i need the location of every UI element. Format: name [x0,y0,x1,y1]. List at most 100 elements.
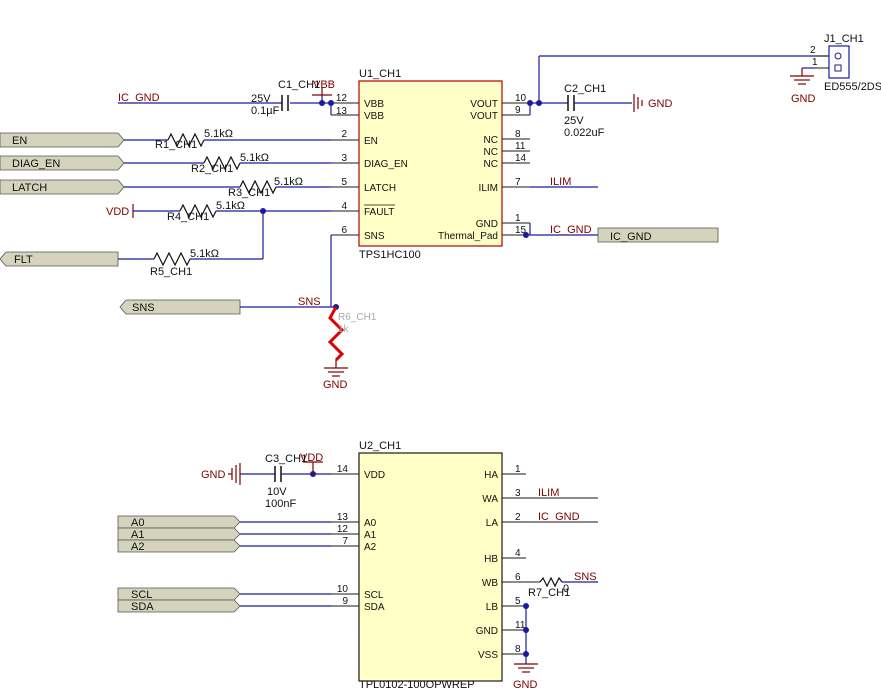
port-sda[interactable] [117,599,241,613]
net-ic-gnd-label-3: IC_GND [538,511,580,523]
j1-pin1: 1 [812,57,818,68]
u1-body[interactable] [358,80,503,247]
c2-gnd-label: GND [648,98,673,110]
r6-gnd-label: GND [323,379,348,391]
r1-ref: R1_CH1 [155,139,197,151]
u1-pin4-num: 4 [341,201,347,212]
u1-pin10-num: 10 [515,93,527,104]
u2-pin7-num: 7 [342,536,348,547]
u1-pin4-name: FAULT [364,207,394,218]
port-flt-label: FLT [14,254,33,266]
u1-thermal-name: Thermal_Pad [438,231,498,242]
port-latch-label: LATCH [12,182,47,194]
u1-right-pins: 10 9 8 11 14 7 1 15 VOUT VOUT NC NC NC I… [438,93,530,242]
u1-pin14-num: 14 [515,153,527,164]
schematic-circle [523,603,529,609]
u1-pin15-num: 15 [515,225,527,236]
r4-ref: R4_CH1 [167,211,209,223]
port-scl-label: SCL [131,589,152,601]
r3-value: 5.1kΩ [274,176,303,188]
u2-a1-name: A1 [364,530,377,541]
port-ic-gnd-label: IC_GND [610,231,652,243]
u2-gnd-name: GND [476,626,498,637]
u1-pin12-num: 12 [336,93,348,104]
c3-value: 100nF [265,498,296,510]
u2-pin5-num: 5 [515,596,521,607]
r3-ref: R3_CH1 [228,187,270,199]
r2-symbol [203,155,241,171]
u1-pin2-num: 2 [341,129,347,140]
u1-nc2-name: NC [484,147,498,158]
port-ic-gnd[interactable] [597,227,719,243]
port-diag-en[interactable] [0,155,125,171]
u1-pin13-name: VBB [364,111,384,122]
port-scl[interactable] [117,587,241,601]
c3-voltage: 10V [267,486,287,498]
port-latch[interactable] [0,179,125,195]
fault-section: VDD R4_CH1 5.1kΩ FLT R5_CH1 5.1kΩ [0,200,331,278]
u2-a0-name: A0 [364,518,377,529]
r6-value: 1k [338,324,350,335]
c1-value: 0.1µF [251,105,280,117]
j1-body[interactable] [828,45,850,79]
j1-ref: J1_CH1 [824,33,864,45]
port-sda-label: SDA [131,601,154,613]
u2-ha-name: HA [484,470,498,481]
u2-pin6-num: 6 [515,572,521,583]
u1-pin12-name: VBB [364,99,384,110]
sns-section: SNS SNS R6_CH1 1k GND [119,235,377,391]
u2-vss-name: VSS [478,650,498,661]
u2-scl-name: SCL [364,590,384,601]
u2-pin10-num: 10 [337,584,349,595]
port-a0[interactable] [117,515,241,529]
net-sns-label-2: SNS [574,571,597,583]
port-sns[interactable] [119,299,241,315]
r2-ref: R2_CH1 [191,163,233,175]
c1-voltage: 25V [251,93,271,105]
c3-gnd-label: GND [201,469,226,481]
schematic-circle [523,232,529,238]
u1-pin5-name: LATCH [364,183,396,194]
schematic-rect [834,64,842,72]
u2-la-name: LA [486,518,499,529]
u1-nc3-name: NC [484,159,498,170]
u2-pin13-num: 13 [337,512,349,523]
u2-right-wiring: SNS R7_CH1 0 GND [513,571,598,688]
r3-symbol [239,179,277,195]
schematic-circle [527,100,533,106]
r6-symbol [327,306,345,362]
u2-right-pins: 1 3 2 4 6 5 11 8 HA WA LA HB WB LB GND V… [476,464,598,661]
u2-left-pins: 14 13 12 7 10 9 VDD A0 A1 A2 SCL SDA [331,464,385,613]
j1-part: ED555/2DS [824,81,881,93]
port-a2[interactable] [117,539,241,553]
r6-ref: R6_CH1 [338,312,377,323]
u2-pin3-num: 3 [515,488,521,499]
u1-pin3-num: 3 [341,153,347,164]
u1-pin5-num: 5 [341,177,347,188]
port-en-label: EN [12,135,27,147]
input-ports: EN R1_CH1 5.1kΩ DIAG_EN R2_CH1 5.1kΩ LAT… [0,128,331,199]
j1-pin2: 2 [810,45,816,56]
vout-section: GND C2_CH1 25V 0.022uF J1_CH1 2 1 GND ED… [527,33,881,139]
port-a1-label: A1 [131,529,144,541]
u1-nc1-name: NC [484,135,498,146]
port-flt[interactable] [0,251,119,267]
port-en[interactable] [0,132,125,148]
c2-value: 0.022uF [564,127,605,139]
port-a1[interactable] [117,527,241,541]
u2-pin8-num: 8 [515,644,521,655]
u1-vout2-name: VOUT [470,111,498,122]
u1-gnd-name: GND [476,219,498,230]
u2-gnd-label: GND [513,679,538,688]
c3-ref: C3_CH1 [265,453,307,465]
u1-right-nets: ILIM IC_GND IC_GND [523,176,719,243]
u2-part: TPL0102-100QPWREP [359,679,475,688]
port-diag-en-label: DIAG_EN [12,158,60,170]
u1-ref: U1_CH1 [359,68,401,80]
u2-hb-name: HB [484,554,498,565]
u2-body[interactable] [358,452,503,682]
u1-pin7-num: 7 [515,177,521,188]
net-vdd-label-1: VDD [106,206,129,218]
